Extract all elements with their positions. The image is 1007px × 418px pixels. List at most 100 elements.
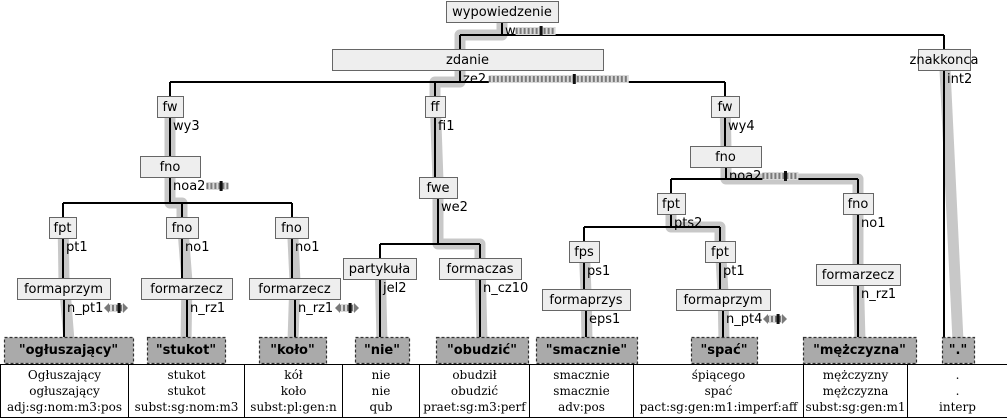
marker-tick xyxy=(604,76,607,82)
node-box xyxy=(343,258,417,280)
token-base: obudzić xyxy=(450,384,499,398)
marker-tick xyxy=(112,305,114,311)
node-box xyxy=(542,289,631,311)
marker-current xyxy=(219,181,223,191)
marker-tick xyxy=(766,173,769,179)
node-label: formaprzym xyxy=(683,293,762,308)
marker-tick xyxy=(218,183,221,189)
ambiguity-marker[interactable] xyxy=(206,181,229,191)
node-box xyxy=(446,1,559,23)
node-label: formaprzys xyxy=(549,293,622,308)
marker-left-arrow-icon[interactable] xyxy=(104,303,109,313)
marker-tick xyxy=(351,305,353,311)
marker-tick xyxy=(347,305,349,311)
node-box xyxy=(141,278,233,300)
marker-tick xyxy=(496,76,499,82)
marker-tick xyxy=(596,76,599,82)
ambiguity-marker[interactable] xyxy=(335,303,359,313)
marker-tick xyxy=(214,183,217,189)
node-box xyxy=(843,193,874,215)
marker-left-arrow-icon[interactable] xyxy=(335,303,340,313)
marker-tick xyxy=(771,316,773,322)
marker-tick xyxy=(343,305,345,311)
marker-current xyxy=(784,171,787,181)
leaf-label: "nie" xyxy=(364,343,400,358)
node-label: fpt xyxy=(54,221,72,236)
marker-tick xyxy=(770,173,773,179)
token-tag: pact:sg:gen:m1:imperf:aff xyxy=(639,400,798,414)
marker-right-arrow-icon[interactable] xyxy=(354,303,359,313)
node-box xyxy=(711,96,740,118)
node-box xyxy=(676,289,771,311)
token-tag: praet:sg:m3:perf xyxy=(423,400,526,414)
leaf-node: "spać" xyxy=(690,336,759,365)
rule-label: no1 xyxy=(185,240,209,255)
node-box xyxy=(816,264,901,286)
marker-current xyxy=(776,314,780,324)
token-tag: interp xyxy=(939,400,976,414)
marker-tick xyxy=(548,76,551,82)
marker-right-arrow-icon[interactable] xyxy=(123,303,128,313)
marker-current xyxy=(117,303,121,313)
node-label: fpt xyxy=(662,197,680,212)
rule-label: n_pt1 xyxy=(67,301,103,316)
ambiguity-marker[interactable] xyxy=(104,303,128,313)
marker-tick xyxy=(620,76,623,82)
leaf-box xyxy=(535,336,639,365)
token-orth: śpiącego xyxy=(691,368,746,382)
token-orth: . xyxy=(955,368,960,382)
marker-tick xyxy=(547,28,550,34)
marker-tick xyxy=(762,173,765,179)
leaf-label: "." xyxy=(949,343,967,358)
ambiguity-marker[interactable] xyxy=(763,314,787,324)
marker-tick xyxy=(500,76,503,82)
ambiguity-marker[interactable] xyxy=(762,171,799,181)
marker-tick xyxy=(528,76,531,82)
rule-label: fi1 xyxy=(438,119,454,134)
node-box xyxy=(657,193,686,215)
marker-tick xyxy=(543,28,546,34)
token-orth: obudził xyxy=(452,368,497,382)
marker-tick xyxy=(775,316,777,322)
marker-left-arrow-icon[interactable] xyxy=(763,314,768,324)
marker-tick xyxy=(786,173,789,179)
ambiguity-marker[interactable] xyxy=(488,74,629,84)
marker-tick xyxy=(226,183,229,189)
rule-label: n_rz1 xyxy=(861,287,896,302)
marker-tick xyxy=(532,76,535,82)
marker-tick xyxy=(116,305,118,311)
leaf-node: "." xyxy=(941,336,976,365)
marker-tick xyxy=(527,28,530,34)
leaf-box xyxy=(258,336,328,365)
marker-tick xyxy=(523,28,526,34)
marker-tick xyxy=(560,76,563,82)
marker-tick xyxy=(624,76,627,82)
leaf-label: "mężczyzna" xyxy=(813,343,906,358)
ambiguity-marker[interactable] xyxy=(515,26,556,36)
node-label: fw xyxy=(163,100,178,115)
token-tag: subst:pl:gen:n xyxy=(250,400,337,414)
rule-label: jel2 xyxy=(382,281,407,296)
marker-right-arrow-icon[interactable] xyxy=(782,314,787,324)
marker-tick xyxy=(608,76,611,82)
node-label: fno xyxy=(848,197,869,212)
marker-tick xyxy=(790,173,793,179)
rule-label: n_cz10 xyxy=(483,281,528,296)
marker-tick xyxy=(535,28,538,34)
node-box xyxy=(249,278,341,300)
